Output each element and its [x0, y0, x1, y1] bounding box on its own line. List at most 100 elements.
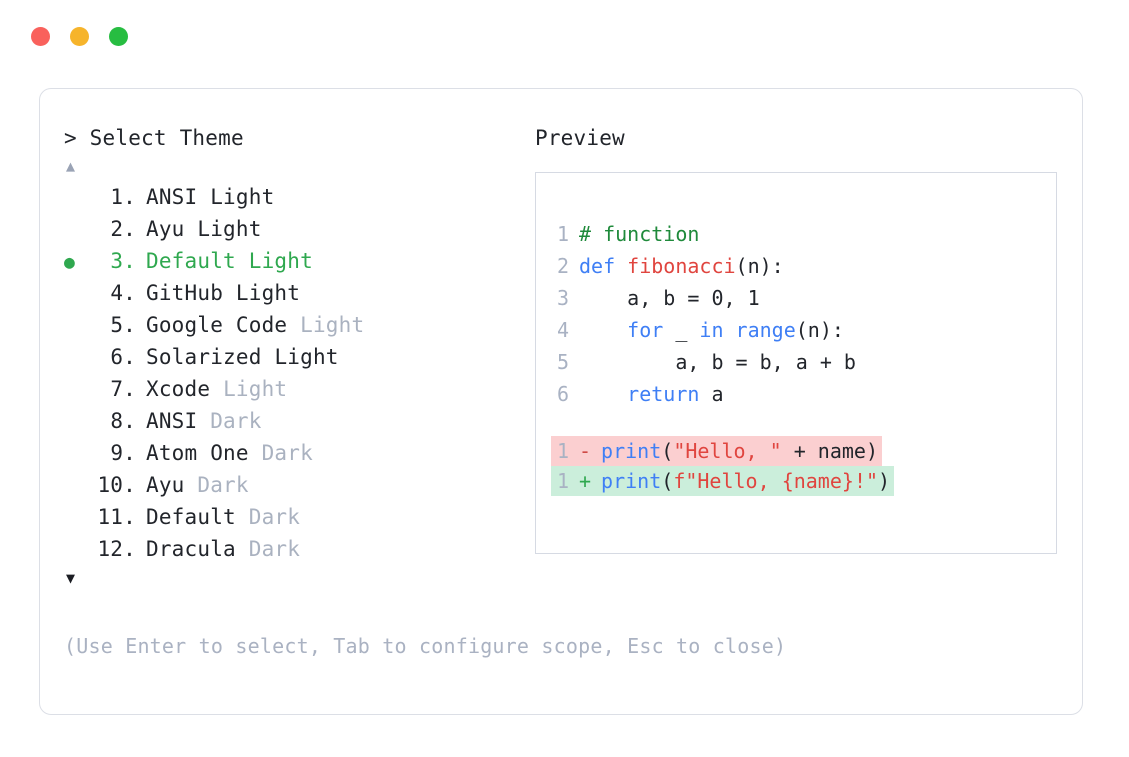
code-token-plain: a: [699, 382, 724, 406]
code-token-plain: + name): [781, 439, 879, 463]
bullet-placeholder: [64, 471, 92, 503]
theme-list-item[interactable]: 10. Ayu Dark: [64, 469, 534, 501]
theme-item-variant: Dark: [210, 409, 262, 433]
diff-line-text: print("Hello, " + name): [601, 436, 882, 466]
code-token-keyword: print: [601, 439, 662, 463]
diff-line-minus: 1-print("Hello, " + name): [551, 436, 883, 466]
code-token-string: "Hello, ": [673, 439, 782, 463]
code-token-plain: ): [878, 469, 891, 493]
code-token-plain: _: [663, 318, 700, 342]
code-token-keyword: in range: [699, 318, 796, 342]
theme-list-item[interactable]: 8. ANSI Dark: [64, 405, 534, 437]
window-close-button[interactable]: [31, 26, 50, 46]
code-token-string: !": [853, 469, 879, 493]
line-number: 4: [556, 318, 569, 342]
bullet-placeholder: [64, 407, 92, 439]
theme-item-name: Default Dark: [146, 505, 301, 529]
scroll-down-icon[interactable]: ▼: [66, 569, 76, 587]
keyboard-hint: (Use Enter to select, Tab to configure s…: [64, 634, 787, 658]
theme-item-index: 6.: [110, 345, 136, 369]
code-line: 5 a, b = b, a + b: [551, 346, 1052, 378]
code-token-comment: # function: [579, 222, 700, 246]
diff-sign-plus: +: [579, 469, 592, 493]
code-token-plain: (n):: [795, 318, 844, 342]
code-line-text: return a: [569, 378, 724, 410]
code-line: 6 return a: [551, 378, 1052, 410]
code-line: 3 a, b = 0, 1: [551, 282, 1052, 314]
theme-item-index: 7.: [110, 377, 136, 401]
diff-line-number: 1: [556, 439, 569, 463]
theme-list[interactable]: 1.ANSI Light 2.Ayu Light●3.Default Light…: [64, 181, 534, 565]
code-token-plain: [579, 382, 627, 406]
theme-item-name: Google Code Light: [146, 313, 365, 337]
theme-selector-card: > Select Theme ▲ 1.ANSI Light 2. Ayu Ligh…: [39, 88, 1083, 715]
diff-sign-minus: -: [579, 439, 592, 463]
theme-list-item[interactable]: ●3.Default Light: [64, 245, 534, 277]
window-maximize-button[interactable]: [109, 26, 128, 46]
bullet-placeholder: [64, 535, 92, 567]
theme-item-variant: Light: [300, 313, 365, 337]
theme-item-index: 3.: [110, 249, 136, 273]
selector-prompt: > Select Theme: [64, 126, 244, 150]
bullet-placeholder: [64, 279, 92, 311]
code-line-text: def fibonacci(n):: [569, 250, 784, 282]
theme-item-index: 8.: [110, 409, 136, 433]
code-token-plain: a, b = b, a + b: [579, 350, 856, 374]
bullet-placeholder: [64, 183, 92, 215]
theme-item-index: 12.: [97, 537, 136, 561]
code-line-text: a, b = 0, 1: [569, 282, 759, 314]
line-number: 6: [556, 382, 569, 406]
theme-item-variant: Light: [223, 377, 288, 401]
theme-item-index: 2.: [110, 217, 136, 241]
theme-list-item[interactable]: 5. Google Code Light: [64, 309, 534, 341]
scroll-up-icon[interactable]: ▲: [66, 157, 76, 175]
theme-item-variant: Light: [235, 281, 301, 305]
theme-list-item[interactable]: 11. Default Dark: [64, 501, 534, 533]
theme-item-variant: Light: [274, 345, 339, 369]
theme-item-index: 10.: [97, 473, 136, 497]
theme-list-item[interactable]: 1.ANSI Light: [64, 181, 534, 213]
preview-title: Preview: [535, 126, 625, 150]
theme-item-index: 4.: [110, 281, 136, 305]
theme-item-variant: Dark: [248, 505, 301, 529]
code-line-text: for _ in range(n):: [569, 314, 844, 346]
bullet-placeholder: [64, 503, 92, 535]
theme-list-item[interactable]: 9.Atom One Dark: [64, 437, 534, 469]
code-token-plain: (: [661, 439, 674, 463]
code-token-func: fibonacci: [627, 254, 736, 278]
theme-item-name: Dracula Dark: [146, 537, 301, 561]
theme-item-variant: Light: [248, 249, 313, 273]
theme-list-item[interactable]: 2. Ayu Light: [64, 213, 534, 245]
code-line-text: # function: [569, 218, 699, 250]
code-token-plain: [579, 318, 627, 342]
code-line: 1 # function: [551, 218, 1052, 250]
theme-item-index: 11.: [97, 505, 136, 529]
bullet-placeholder: [64, 375, 92, 407]
bullet-placeholder: [64, 439, 92, 471]
window-minimize-button[interactable]: [70, 26, 89, 46]
line-number: 1: [556, 222, 569, 246]
theme-list-item[interactable]: 12. Dracula Dark: [64, 533, 534, 565]
theme-item-name: ANSI Dark: [146, 409, 262, 433]
line-number: 3: [556, 286, 569, 310]
code-token-keyword: print: [601, 469, 662, 493]
theme-item-name: Ayu Dark: [146, 473, 249, 497]
code-token-string: f"Hello,: [673, 469, 782, 493]
theme-item-name: Solarized Light: [146, 345, 339, 369]
code-token-keyword: for: [627, 318, 664, 342]
theme-item-index: 5.: [110, 313, 136, 337]
code-line: 4 for _ in range(n):: [551, 314, 1052, 346]
theme-list-item[interactable]: 4.GitHub Light: [64, 277, 534, 309]
theme-item-name: Ayu Light: [146, 217, 262, 241]
selected-bullet-icon: ●: [64, 252, 76, 273]
theme-list-item[interactable]: 6. Solarized Light: [64, 341, 534, 373]
theme-list-item[interactable]: 7.Xcode Light: [64, 373, 534, 405]
theme-selector-panel: > Select Theme ▲ 1.ANSI Light 2. Ayu Ligh…: [64, 123, 534, 591]
code-spacer: [551, 410, 1052, 436]
bullet-placeholder: [64, 343, 92, 375]
theme-item-variant: Light: [197, 217, 262, 241]
code-line-text: a, b = b, a + b: [569, 346, 856, 378]
bullet-placeholder: [64, 311, 92, 343]
